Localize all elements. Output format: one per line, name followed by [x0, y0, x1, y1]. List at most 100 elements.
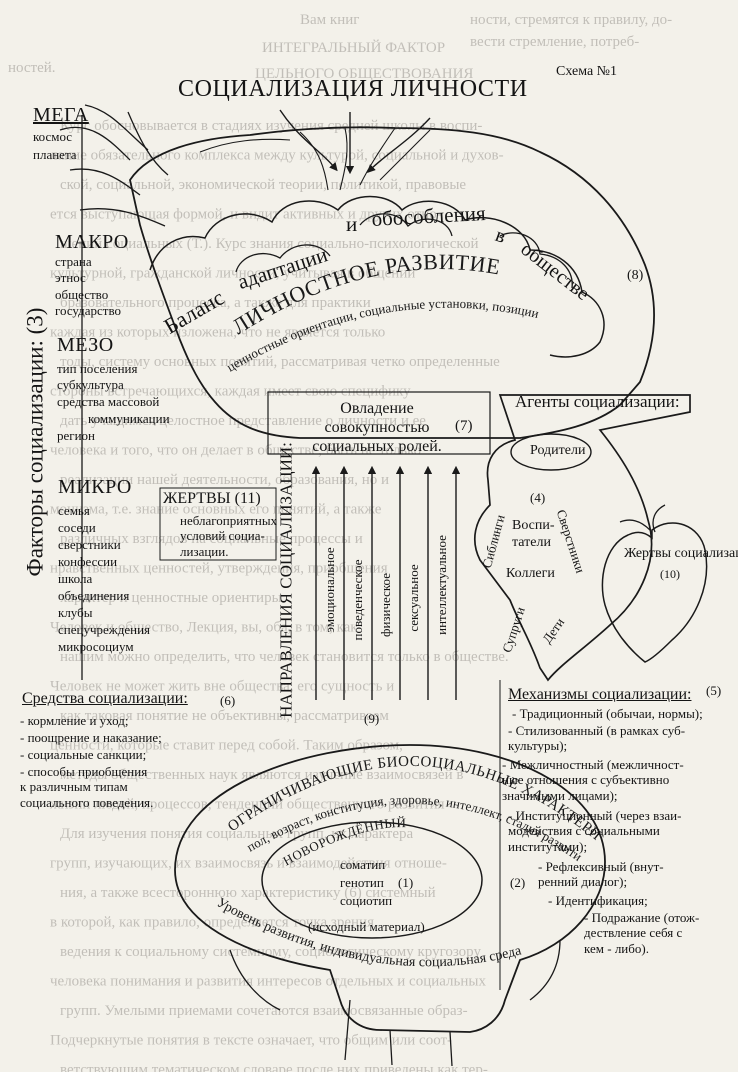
- innate-item: соматип: [340, 857, 386, 872]
- factor-item: сверстники: [58, 537, 121, 552]
- bg-text-line: каждая из которых изложена, что не являе…: [50, 325, 385, 341]
- means-title: Средства социализации:: [22, 690, 188, 707]
- factor-item: общество: [55, 287, 109, 302]
- bg-text-line: ИНТЕГРАЛЬНЫЙ ФАКТОР: [262, 39, 445, 56]
- bg-text-line: как таковая понятие не объективны, рассм…: [60, 708, 389, 724]
- bg-text-line: вести стремление, потреб-: [470, 34, 639, 50]
- agents-number: (4): [530, 490, 546, 505]
- bg-text-line: культурной, гражданской личности, учитыв…: [50, 266, 415, 282]
- factor-item: конфессии: [58, 554, 118, 569]
- bg-text-line: монизма, т.е. знание основных его поняти…: [50, 502, 382, 518]
- mechanism-item: - Стилизованный (в рамках суб- культуры)…: [508, 723, 686, 754]
- means-item: - поощрение и наказание;: [20, 730, 162, 745]
- agent-parents: Родители: [530, 443, 586, 458]
- agent-colleagues: Коллеги: [506, 566, 555, 581]
- balance-word: и: [346, 212, 358, 236]
- bg-text-line: ЦЕЛЬНОГО ОБЩЕСТВОВАНИЯ: [255, 66, 473, 82]
- bg-text-line: в которой, как правило, определяется точ…: [50, 915, 374, 931]
- mechanism-item: - Рефлексивный (внут- ренний диалог);: [538, 859, 664, 890]
- balance-number: (8): [627, 268, 644, 283]
- direction-item: поведенческое: [349, 559, 365, 641]
- means-item: - социальные санкции;: [20, 747, 147, 762]
- mechanisms-number: (5): [706, 683, 722, 698]
- factor-item: планета: [33, 147, 77, 162]
- direction-item: интеллектуальное: [433, 535, 449, 635]
- bg-text-line: Подчеркнутые понятия в тексте означает, …: [50, 1033, 452, 1049]
- roles-number: (7): [455, 418, 473, 434]
- victims-socialization-title: Жертвы социализации: [624, 546, 738, 561]
- factor-item: субкультура: [57, 377, 124, 392]
- bg-text-line: характер и ценностные ориентиры: [60, 590, 282, 606]
- mechanism-item: - Институционный (через взаи- модействия…: [508, 808, 682, 854]
- bg-text-line: тоды, систему основных понятий, рассматр…: [60, 354, 500, 370]
- factor-item: семья: [58, 503, 90, 518]
- biosocial-number: (2): [510, 875, 526, 890]
- mechanism-item: - Межличностный (межличност- ные отношен…: [502, 757, 684, 803]
- bg-text-line: групп. Умелыми приемами сочетаются взаим…: [60, 1003, 468, 1019]
- innate-bottom: (исходный материал): [308, 919, 425, 934]
- factor-item: тип поселения: [57, 361, 138, 376]
- mechanism-item: - Подражание (отож- дествление себя с ке…: [584, 910, 700, 956]
- factor-level-makro: МАКРО: [55, 231, 129, 253]
- bg-text-line: дать учащимся целостное представление о …: [60, 413, 426, 429]
- bg-text-line: ности, стремятся к правилу, до-: [470, 12, 672, 28]
- bg-text-line: стороны встречающихся, каждая имеет свою…: [50, 384, 411, 400]
- factor-item: объединения: [58, 588, 130, 603]
- means-number: (6): [220, 693, 236, 708]
- bg-text-line: Курс обосновывается в стадиях изучения с…: [60, 118, 482, 134]
- victims-text: неблагоприятных условий социа- лизации.: [180, 513, 278, 559]
- factor-item: космос: [33, 129, 73, 144]
- means-item: - способы приобщения к различным типам с…: [20, 764, 154, 810]
- roles-box: [267, 391, 491, 455]
- mechanisms-title: Механизмы социализации:: [508, 686, 692, 703]
- innate-oval: [261, 821, 483, 939]
- victims-socialization-shape: [601, 522, 708, 663]
- balance-cloud: [149, 195, 605, 358]
- direction-item: сексуальное: [405, 564, 421, 632]
- factors-number: (3): [22, 307, 48, 335]
- bg-text-line: ценности, которые ставит перед собой. Та…: [50, 738, 403, 754]
- bg-text-line: ской, социальной, экономической теории, …: [60, 177, 466, 193]
- bg-text-line: ния, а также всестороннюю характеристику…: [60, 885, 436, 901]
- mechanism-item: - Традиционный (обычаи, нормы);: [512, 706, 703, 721]
- bg-text-line: человека понимания и развития интересов …: [50, 974, 486, 990]
- innate-number: (1): [398, 875, 414, 890]
- bg-text-line: нашим можно определить, что человек стан…: [60, 649, 509, 665]
- mega-rays: [59, 104, 169, 227]
- directions-number: (9): [364, 711, 380, 726]
- factor-item: страна: [55, 254, 92, 269]
- factor-item: спецучреждения: [58, 622, 151, 637]
- agent-educators: Воспи- татели: [512, 518, 555, 550]
- bg-text-line: групп, изучающих, их взаимосвязь и взаим…: [50, 856, 447, 872]
- victims-socialization-number: (10): [660, 567, 680, 581]
- bg-text-line: бразовательного процесса, а также для пр…: [60, 295, 371, 311]
- direction-item: эмоциональное: [321, 547, 337, 633]
- factor-item: микросоциум: [58, 639, 134, 654]
- innate-item: социотип: [340, 893, 393, 908]
- roles-text: Овладение совокупностью социальных ролей…: [312, 400, 442, 455]
- factor-item: школа: [58, 571, 93, 586]
- biosocial-oval: [174, 744, 606, 1033]
- bg-text-line: Вам книг: [300, 12, 359, 28]
- factor-level-mikro: МИКРО: [58, 476, 132, 498]
- bg-text-line: нравственных ценностей, утверждения, при…: [50, 561, 388, 577]
- factor-item: средства массовой: [57, 394, 160, 409]
- bg-text-line: реализации нашей деятельности, образован…: [60, 472, 389, 488]
- bg-text-line: ведения к социальному системному, социол…: [60, 944, 481, 960]
- bg-text-line: лание обязательного комплекса между куль…: [50, 148, 504, 164]
- victims-box: [159, 487, 277, 561]
- mechanism-item: - Идентификация;: [548, 893, 648, 908]
- bg-text-line: различных взглядов на социальные процесс…: [60, 531, 363, 547]
- victims-title: ЖЕРТВЫ (11): [163, 490, 261, 507]
- page-title: СОЦИАЛИЗАЦИЯ ЛИЧНОСТИ: [178, 76, 528, 102]
- means-item: - кормление и уход;: [20, 713, 129, 728]
- factors-title: Факторы социализации: (3): [22, 307, 48, 577]
- bg-text-line: жизни людей, процессов, тенденций общест…: [49, 797, 445, 813]
- bg-text-line: ностей.: [8, 60, 56, 76]
- head-outline: [129, 126, 655, 439]
- parents-ellipse: [510, 433, 592, 471]
- bg-text-line: Для изучения понятия социальных групп, и…: [60, 826, 413, 842]
